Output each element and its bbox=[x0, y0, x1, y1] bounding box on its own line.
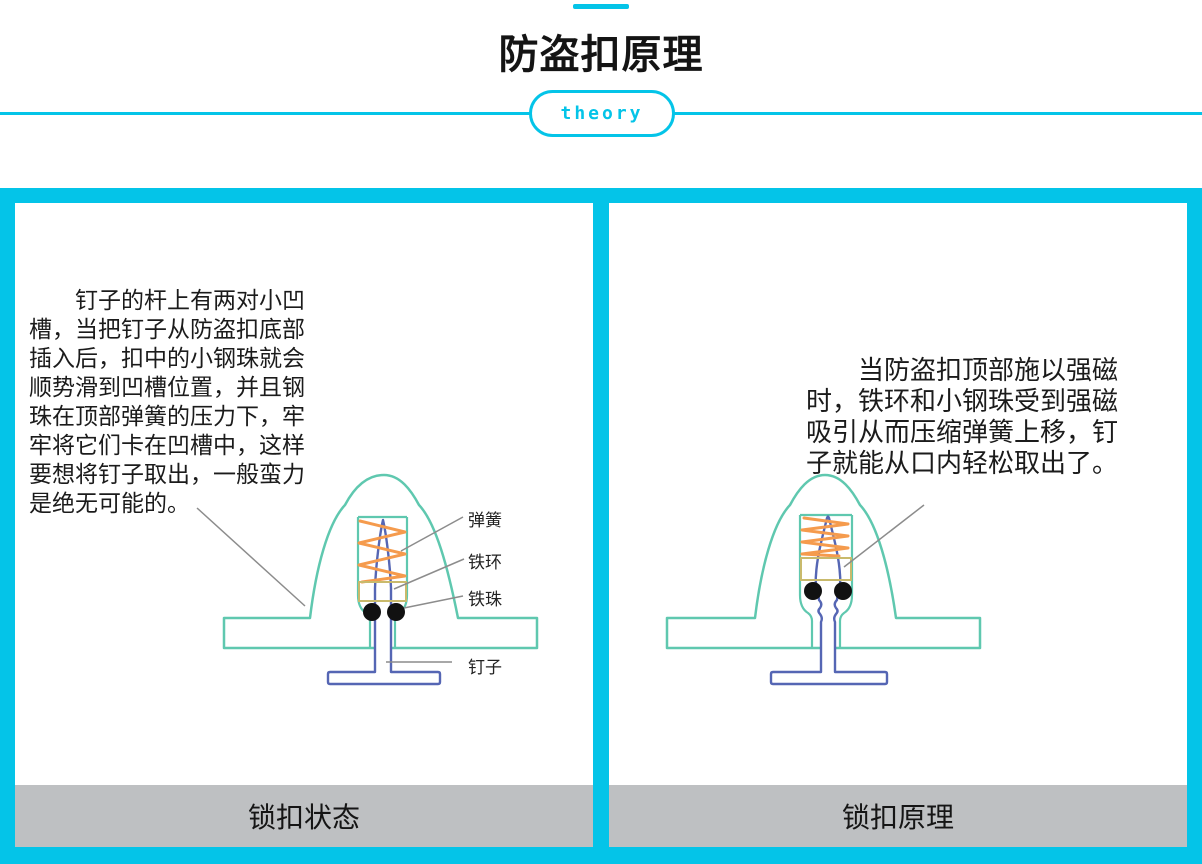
spring-label: 弹簧 bbox=[468, 511, 502, 530]
iron-ring-shape bbox=[800, 557, 852, 581]
leader-line-ball bbox=[403, 595, 464, 609]
lock-principle-caption: 锁扣原理 bbox=[609, 785, 1187, 847]
iron-ball-right bbox=[834, 582, 852, 600]
leader-line-spring bbox=[400, 516, 464, 552]
lock-principle-description: 当防盗扣顶部施以强磁 时，铁环和小钢珠受到强磁 吸引从而压缩弹簧上移，钉 子就能… bbox=[806, 355, 1119, 478]
panel-lock-principle: 当防盗扣顶部施以强磁 时，铁环和小钢珠受到强磁 吸引从而压缩弹簧上移，钉 子就能… bbox=[609, 203, 1187, 847]
theory-badge: theory bbox=[529, 90, 675, 137]
lock-principle-canvas: 当防盗扣顶部施以强磁 时，铁环和小钢珠受到强磁 吸引从而压缩弹簧上移，钉 子就能… bbox=[609, 203, 1187, 785]
leader-line-text bbox=[843, 504, 925, 568]
iron-ball-left bbox=[804, 582, 822, 600]
nail-label: 钉子 bbox=[468, 658, 502, 677]
lock-state-diagram: 弹簧 铁环 铁珠 钉子 bbox=[196, 473, 539, 686]
theory-badge-label: theory bbox=[560, 103, 644, 124]
tag-cavity-shape bbox=[798, 513, 854, 648]
ring-label: 铁环 bbox=[468, 553, 502, 572]
lock-state-caption: 锁扣状态 bbox=[15, 785, 593, 847]
leader-line-ring bbox=[393, 558, 465, 590]
lock-state-description: 钉子的杆上有两对小凹 槽，当把钉子从防盗扣底部 插入后，扣中的小钢珠就会 顺势滑… bbox=[29, 287, 305, 516]
page-title: 防盗扣原理 bbox=[498, 33, 704, 77]
spring-shape bbox=[800, 516, 850, 558]
page-header: 防盗扣原理 theory bbox=[0, 0, 1202, 188]
iron-ball-left bbox=[363, 603, 381, 621]
title-accent-line bbox=[573, 4, 629, 9]
lock-state-canvas: 钉子的杆上有两对小凹 槽，当把钉子从防盗扣底部 插入后，扣中的小钢珠就会 顺势滑… bbox=[15, 203, 593, 785]
lock-principle-diagram bbox=[665, 473, 982, 686]
ball-label: 铁珠 bbox=[468, 590, 502, 609]
iron-ring-shape bbox=[358, 581, 407, 602]
panels-container: 钉子的杆上有两对小凹 槽，当把钉子从防盗扣底部 插入后，扣中的小钢珠就会 顺势滑… bbox=[0, 188, 1202, 864]
leader-line-text bbox=[196, 507, 306, 607]
spring-shape bbox=[357, 519, 407, 584]
panel-lock-state: 钉子的杆上有两对小凹 槽，当把钉子从防盗扣底部 插入后，扣中的小钢珠就会 顺势滑… bbox=[15, 203, 593, 847]
iron-ball-right bbox=[387, 603, 405, 621]
